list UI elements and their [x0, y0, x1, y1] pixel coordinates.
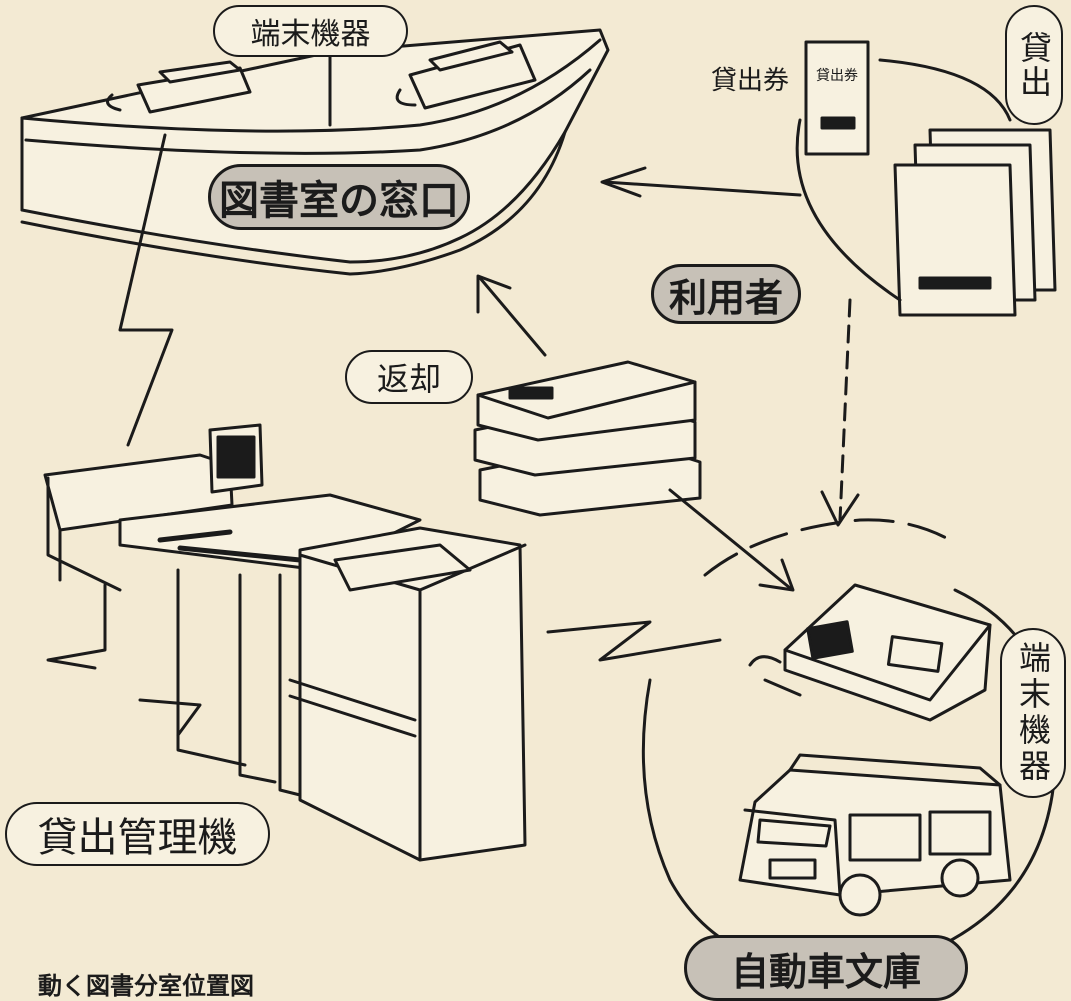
books-icon	[473, 360, 702, 517]
down-arrow-head	[820, 490, 860, 527]
return-arrow-head	[476, 274, 512, 314]
ticket-arc	[795, 118, 902, 302]
ticket-text: 貸出券	[816, 68, 858, 84]
card-machine-icon	[893, 128, 1057, 317]
loan-ticket-label: 貸出券	[710, 65, 789, 96]
mobile-library-label: 自動車文庫	[684, 935, 968, 1001]
arrow-line	[603, 180, 802, 197]
caption: 動く図書分室位置図	[38, 971, 254, 1000]
terminal-right-label: 端末機器	[1000, 628, 1066, 798]
terminal-icon	[106, 40, 537, 114]
keypad-terminal-icon	[748, 583, 992, 722]
user-label: 利用者	[651, 264, 801, 324]
mobile-circle-top	[703, 518, 952, 577]
computer-icon	[43, 423, 527, 862]
loan-manager-label: 貸出管理機	[5, 802, 270, 866]
books-arrow	[668, 488, 792, 590]
lending-label: 貸出	[1005, 5, 1063, 125]
signal-line-left	[118, 133, 174, 447]
arrow-head	[600, 166, 647, 198]
books-arrow-head	[758, 558, 795, 592]
signal-line-right	[546, 620, 722, 662]
terminal-top-label: 端末機器	[213, 5, 408, 57]
return-label: 返却	[345, 350, 473, 404]
down-arrow	[838, 298, 852, 522]
lending-arc	[878, 58, 1012, 122]
return-arrow	[478, 276, 547, 357]
ticket-icon	[804, 40, 870, 156]
window-label: 図書室の窓口	[208, 164, 470, 230]
bus-icon	[738, 753, 1012, 917]
